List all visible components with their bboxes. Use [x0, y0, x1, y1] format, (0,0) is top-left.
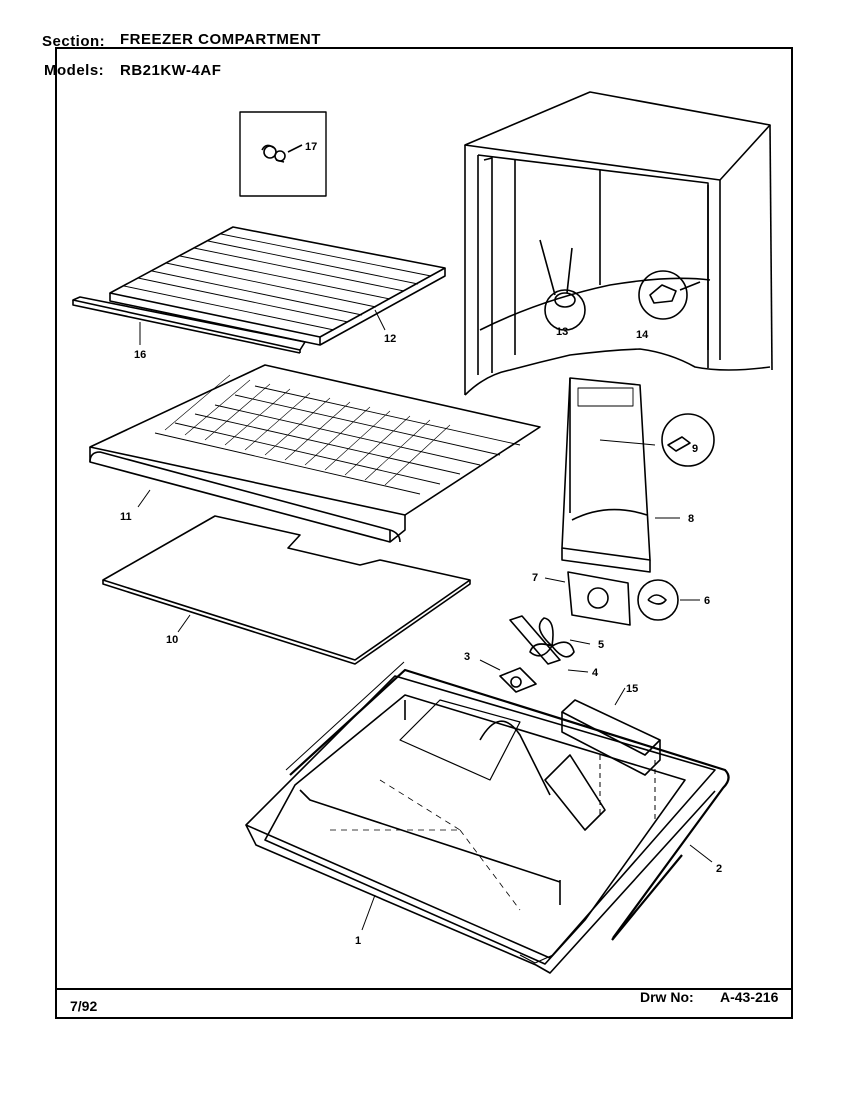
part-12-wire-shelf: [109, 226, 446, 346]
part-16-trim: [72, 296, 306, 354]
callout-9: 9: [692, 443, 698, 455]
callout-10: 10: [166, 634, 178, 646]
part-4-clip: [509, 615, 589, 673]
part-5-fan-blade: [529, 617, 591, 658]
models-value: RB21KW-4AF: [120, 62, 222, 79]
callout-2: 2: [716, 863, 722, 875]
part-1-liner: [245, 675, 716, 974]
part-3-motor: [479, 659, 537, 693]
callout-11: 11: [120, 511, 132, 523]
part-6-fan-motor: [637, 579, 700, 621]
callout-14: 14: [636, 329, 649, 341]
models-label: Models:: [44, 62, 105, 79]
date-label: 7/92: [70, 998, 98, 1014]
callout-13: 13: [556, 326, 568, 338]
callout-6: 6: [704, 595, 710, 607]
callout-17: 17: [305, 141, 317, 153]
section-label: Section:: [42, 33, 106, 50]
callout-12: 12: [384, 333, 396, 345]
callout-15: 15: [626, 683, 638, 695]
part-10-panel: [102, 515, 471, 665]
cabinet-interior: [464, 91, 773, 396]
callout-4: 4: [592, 667, 599, 679]
part-15-cover: [561, 687, 661, 820]
callout-7: 7: [532, 572, 538, 584]
drawing-number-label: Drw No:: [640, 989, 694, 1005]
drawing-number-value: A-43-216: [720, 989, 779, 1005]
footer-divider: [55, 988, 793, 990]
part-11-shelf: [89, 364, 541, 543]
callout-1: 1: [355, 935, 361, 947]
section-value: FREEZER COMPARTMENT: [120, 31, 321, 48]
part-9-screw: [661, 413, 715, 467]
callout-3: 3: [464, 651, 470, 663]
part-8-duct: [561, 377, 680, 573]
part-2-gasket: [285, 661, 730, 941]
callout-5: 5: [598, 639, 604, 651]
callout-8: 8: [688, 513, 694, 525]
part-7-bracket: [544, 571, 631, 626]
part-17-inset: [239, 111, 327, 197]
callout-16: 16: [134, 349, 146, 361]
drawing-frame: [55, 47, 793, 1019]
